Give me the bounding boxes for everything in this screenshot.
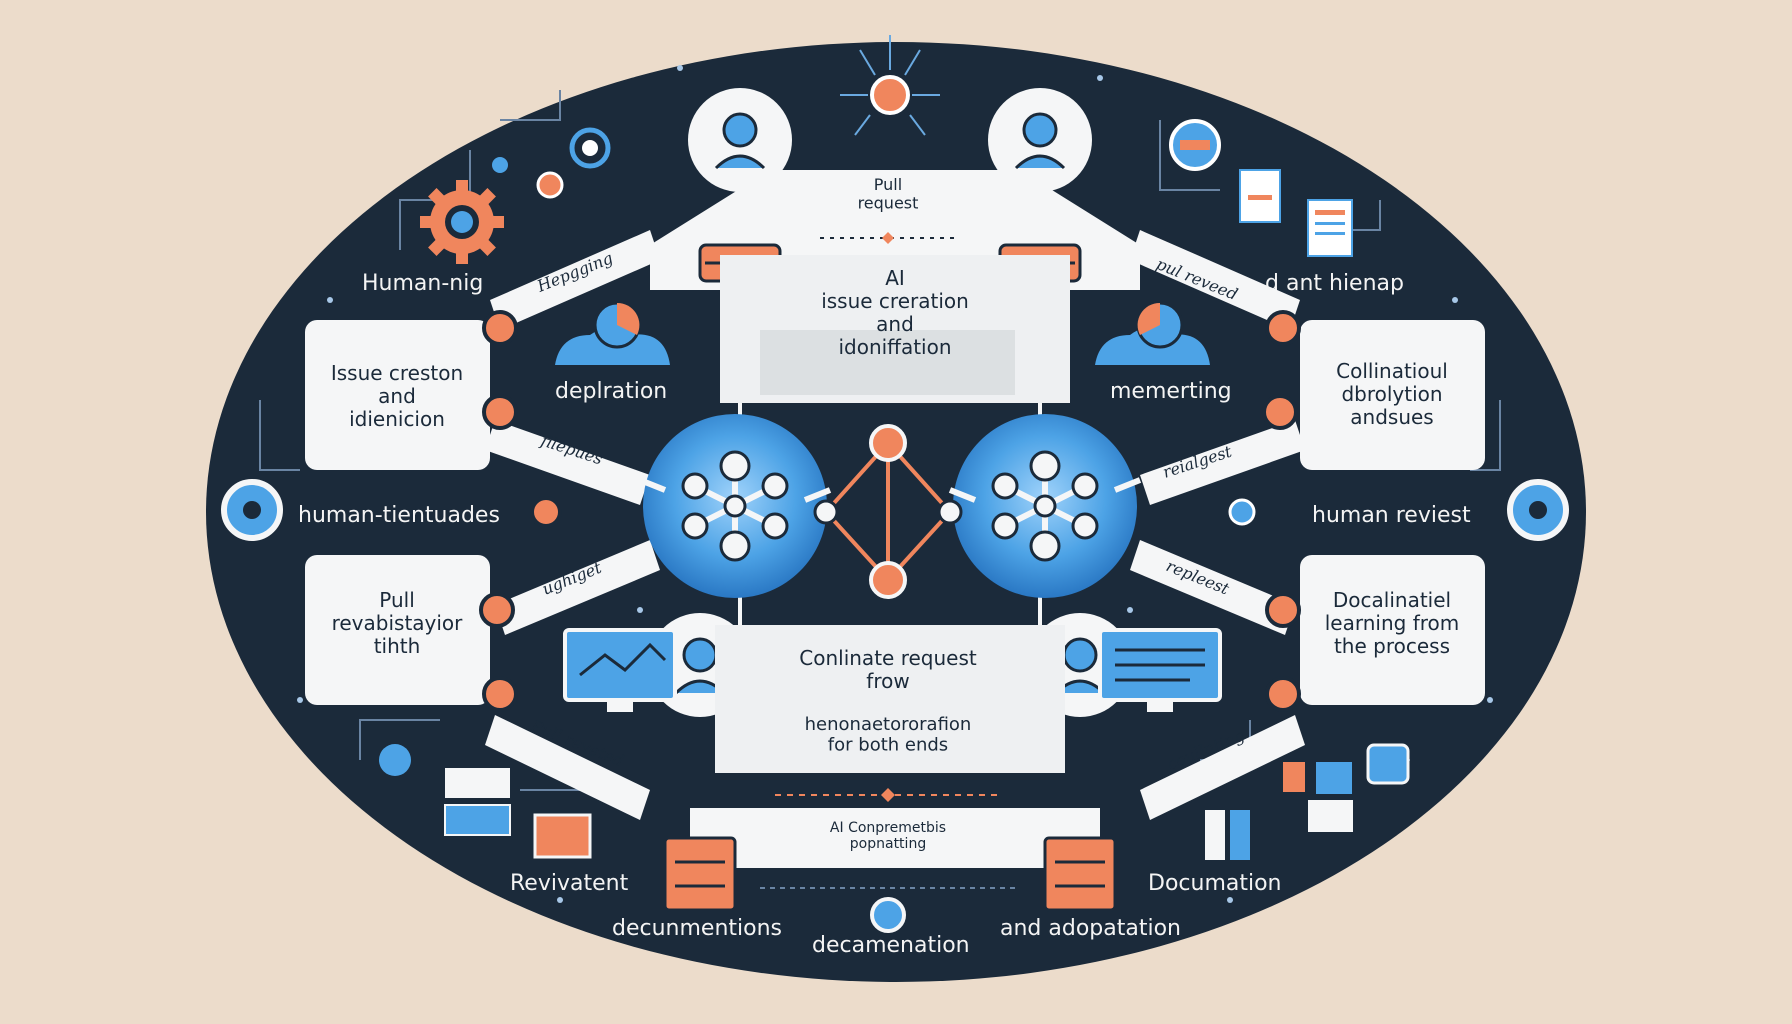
center-bottom-box <box>715 625 1065 773</box>
person-icon <box>988 88 1092 192</box>
bottom-center-node <box>870 897 906 933</box>
right-label-4: Documation <box>1148 871 1282 896</box>
bottom-document-icons <box>379 743 1410 860</box>
bottom-banner <box>690 808 1100 868</box>
right-label-3: human reviest <box>1312 503 1471 528</box>
left-box-2 <box>305 555 490 705</box>
bottom-label-1: decunmentions <box>612 916 782 941</box>
sparkle-decoration <box>297 65 1493 903</box>
gear-icon <box>420 180 504 264</box>
endpoint-nodes <box>479 310 1301 712</box>
top-dashed-connector <box>820 232 960 244</box>
left-label-4: Revivatent <box>510 871 629 896</box>
circuit-icon <box>840 35 940 136</box>
left-label-3: human-tientuades <box>298 503 500 528</box>
bottom-connector-block <box>663 836 1117 912</box>
right-box-1 <box>1300 320 1485 470</box>
left-box-1 <box>305 320 490 470</box>
side-node-icon <box>221 479 1569 541</box>
right-box-2 <box>1300 555 1485 705</box>
right-label-2: memerting <box>1110 379 1232 404</box>
bottom-dashed-connector <box>760 788 1020 889</box>
orange-network-icon <box>813 424 963 599</box>
monitor-icon <box>563 628 1222 712</box>
endpoint-node-blue <box>1228 498 1256 526</box>
network-node-icon <box>492 127 611 199</box>
left-label-1: Human-nig <box>362 271 483 296</box>
person-icon <box>688 88 792 192</box>
cloud-chart-icon <box>555 301 1210 365</box>
document-icon <box>1169 119 1353 257</box>
arrow-ribbons <box>485 230 1305 820</box>
bottom-label-2: decamenation <box>812 933 970 958</box>
left-label-2: deplration <box>555 379 667 404</box>
right-label-1: d ant hienap <box>1265 271 1404 296</box>
network-hub-icon <box>638 414 1142 598</box>
bottom-label-3: and adopatation <box>1000 916 1181 941</box>
